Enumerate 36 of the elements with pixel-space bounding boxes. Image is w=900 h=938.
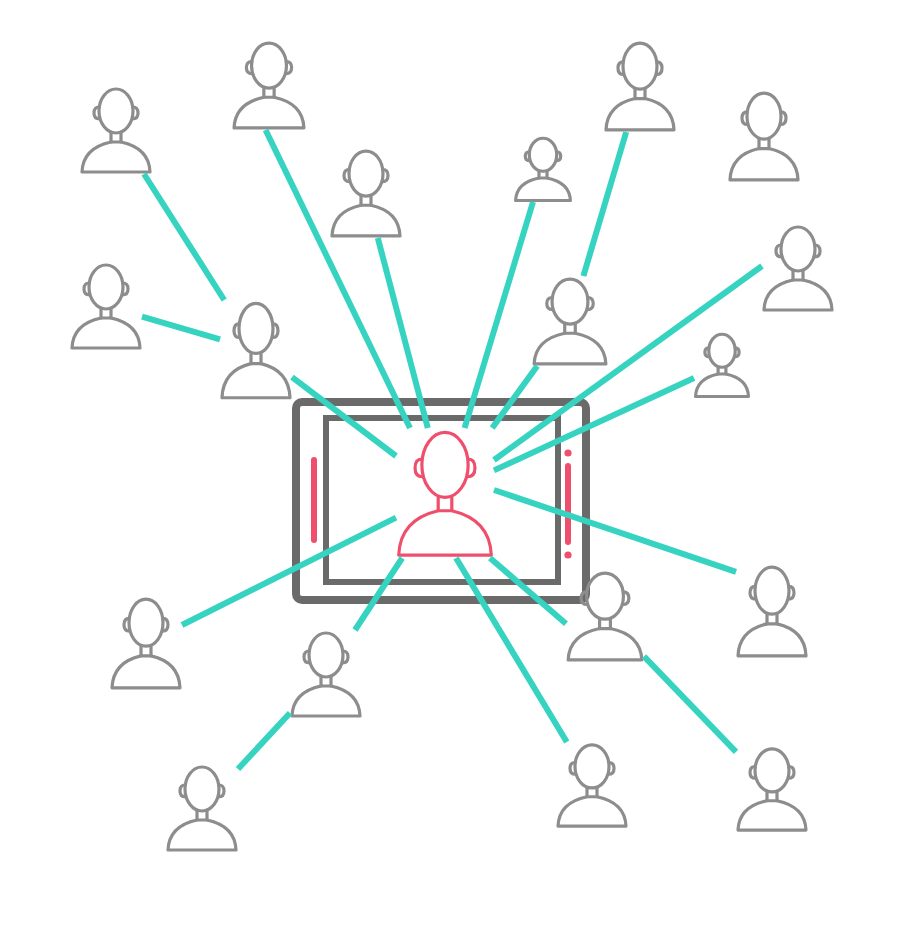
connector-line (489, 364, 540, 430)
person-icon (736, 564, 808, 658)
person-icon (762, 224, 834, 312)
person-icon (728, 90, 800, 182)
connector-line (262, 128, 413, 430)
person-icon (566, 570, 644, 662)
connector-line (290, 374, 398, 459)
connector-line (374, 237, 431, 429)
person-icon (110, 596, 182, 690)
connector-line (453, 556, 570, 744)
person-icon (398, 432, 492, 556)
connector-line (493, 487, 737, 575)
person-icon (694, 332, 750, 398)
connector-line (492, 375, 696, 474)
tablet (292, 398, 590, 604)
connector-line (580, 131, 630, 277)
person-icon (604, 40, 676, 132)
connector-line (641, 654, 739, 754)
person-icon (220, 300, 292, 400)
person-icon (514, 136, 572, 202)
person-icon (532, 276, 608, 366)
connector-line (141, 172, 227, 302)
person-icon (70, 262, 142, 350)
connector-line (352, 556, 405, 632)
connector-line (461, 201, 536, 429)
person-icon (736, 746, 808, 832)
person-icon (290, 630, 362, 718)
connector-line (235, 710, 293, 772)
person-icon (80, 86, 152, 174)
person-icon (556, 742, 628, 828)
person-icon (330, 148, 402, 238)
connector-line (180, 514, 398, 628)
connector-line (141, 313, 221, 343)
person-icon (166, 764, 238, 852)
person-icon (232, 40, 306, 130)
connector-line (492, 263, 764, 463)
